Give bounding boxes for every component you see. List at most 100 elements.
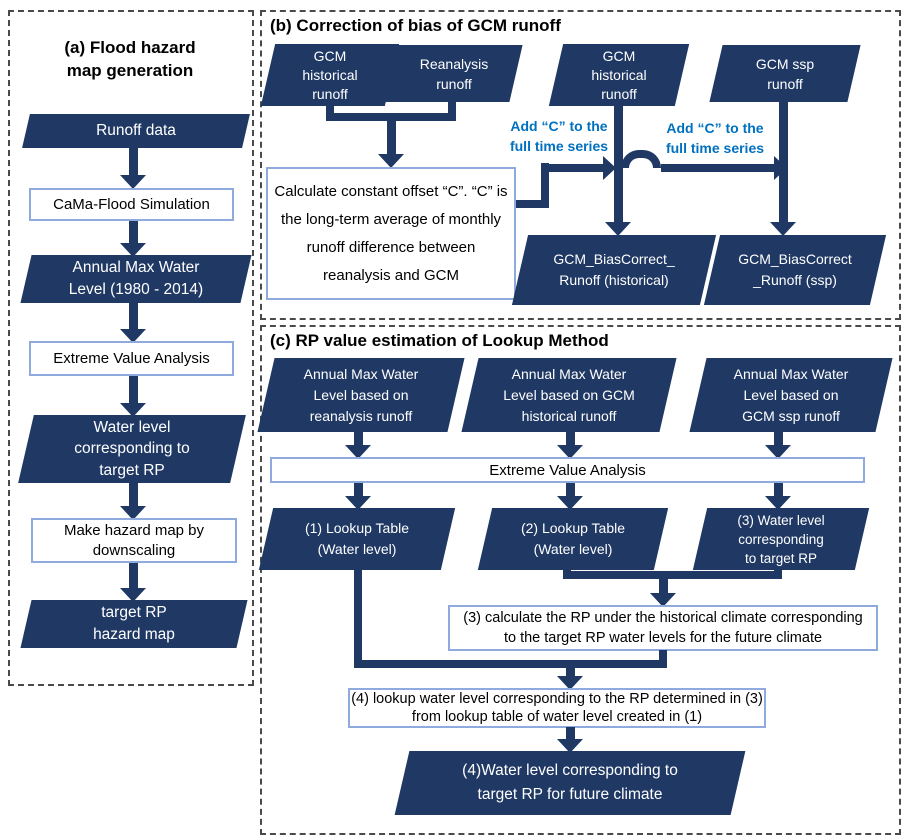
panel-a-title: (a) Flood hazard map generation	[25, 36, 235, 82]
arrow-hazardmap-to-target	[120, 562, 146, 602]
node-text-line: Runoff (historical)	[559, 272, 669, 288]
arrow-head	[765, 445, 791, 459]
panel-a-title-line: map generation	[66, 61, 194, 80]
node-text-line: target RP for future climate	[477, 786, 663, 803]
connector-merge-line-c2	[354, 660, 667, 668]
node-text-line: Annual Max Water	[72, 259, 200, 276]
arrow-amw1-to-eva	[345, 431, 371, 459]
panel-c-title: (c) RP value estimation of Lookup Method	[270, 331, 609, 350]
node-text-line: (1) Lookup Table	[304, 520, 410, 536]
arrow-shaft	[613, 105, 623, 224]
node-text-line: runoff	[601, 85, 637, 102]
node-text-line: GCM_BiasCorrect_	[553, 251, 675, 267]
arrow-shaft	[386, 121, 396, 156]
arrow-add-c-ssp	[661, 156, 787, 180]
node-gcm-historical-runoff-2: GCM historical runoff	[548, 44, 690, 106]
arrow-shaft	[565, 431, 575, 447]
arrow-head	[120, 243, 146, 257]
node-text-line: Reanalysis	[419, 55, 489, 72]
node-gcm-biascorrect-historical: GCM_BiasCorrect_ Runoff (historical)	[511, 235, 717, 305]
arrow-shaft	[565, 482, 575, 498]
arrow-shaft	[778, 101, 788, 224]
connector-merge-bracket-b	[326, 113, 456, 121]
label-text-line: full time series	[665, 140, 765, 156]
arrow-waterlevel-to-hazardmap	[120, 482, 146, 520]
node-calc-constant-offset: Calculate constant offset “C”. “C” is th…	[266, 167, 516, 300]
arrow-runoff-to-cama	[120, 147, 146, 189]
arrow-cama-to-annualmax	[120, 220, 146, 257]
arrow-eva-to-lookup1	[345, 482, 371, 510]
arrow-shaft	[128, 147, 138, 177]
node-final-water-level: (4)Water level corresponding to target R…	[394, 751, 746, 815]
connector-b1-stub	[326, 105, 334, 117]
node-text-line: Extreme Value Analysis	[53, 350, 210, 367]
node-text-line: GCM ssp	[755, 55, 815, 72]
arrow-eva-to-lookup2	[557, 482, 583, 510]
node-text-line: reanalysis runoff	[309, 407, 413, 424]
panel-b-border	[260, 10, 901, 320]
node-text-line: runoff difference between	[306, 238, 476, 256]
node-text-line: GCM ssp runoff	[742, 407, 840, 424]
node-text-line: (4) lookup water level corresponding to …	[351, 691, 763, 707]
arrow-add-c-historical	[545, 156, 616, 180]
arrow-gcmssp-to-biascorrect	[770, 101, 796, 236]
arrow-head	[557, 496, 583, 510]
arrow-head	[345, 496, 371, 510]
panel-c-border	[260, 325, 901, 835]
node-text-line: Level based on	[743, 386, 839, 403]
node-amw-gcm-ssp: Annual Max Water Level based on GCM ssp …	[689, 358, 893, 432]
node-gcm-historical-runoff-1: GCM historical runoff	[260, 44, 400, 106]
node-gcm-ssp-runoff: GCM ssp runoff	[709, 45, 861, 102]
node-text-line: Runoff data	[96, 122, 176, 139]
node-text-line: (3) Water level	[737, 512, 825, 528]
arrow-eva-to-waterlevel	[120, 375, 146, 417]
node-text-line: downscaling	[92, 541, 176, 559]
node-runoff-data: Runoff data	[22, 114, 250, 148]
node-text-line: Extreme Value Analysis	[489, 461, 646, 479]
node-text-line: runoff	[767, 75, 803, 92]
node-text-line: runoff	[436, 75, 472, 92]
node-amw-reanalysis: Annual Max Water Level based on reanalys…	[257, 358, 465, 432]
node-text-line: hazard map	[93, 626, 175, 643]
arrow-shaft	[353, 482, 363, 498]
node-text-line: historical runoff	[521, 407, 617, 424]
arrow-head	[345, 445, 371, 459]
node-text-line: Make hazard map by	[63, 521, 205, 539]
node-cama-flood-simulation: CaMa-Flood Simulation	[29, 188, 234, 221]
arrow-shaft	[773, 431, 783, 447]
connector-calc-elbow-h	[516, 200, 549, 208]
node-text-line: (Water level)	[533, 541, 613, 557]
arrow-merge-to-lookupwl	[557, 668, 583, 690]
arrow-shaft	[658, 579, 668, 595]
node-text-line: Level (1980 - 2014)	[68, 281, 204, 298]
arrow-shaft	[128, 375, 138, 405]
node-water-level-target-rp: Water level corresponding to target RP	[18, 415, 246, 483]
arrow-head	[378, 154, 404, 168]
node-text-line: historical	[591, 66, 647, 83]
node-text-line: GCM	[602, 47, 636, 64]
node-target-rp-hazard-map: target RP hazard map	[20, 600, 248, 648]
node-text-line: CaMa-Flood Simulation	[53, 196, 210, 213]
node-water-level-target-rp-c: (3) Water level corresponding to target …	[692, 508, 870, 570]
arrow-lookupwl-to-final	[557, 727, 583, 753]
node-make-hazard-map: Make hazard map by downscaling	[31, 518, 237, 563]
arrow-head	[120, 506, 146, 520]
label-text-line: Add “C” to the	[510, 118, 608, 134]
node-text-line: Annual Max Water	[511, 365, 627, 382]
node-text-line: target RP	[101, 604, 167, 621]
node-text-line: GCM	[313, 47, 347, 64]
node-text-line: (4)Water level corresponding to	[462, 762, 678, 779]
arrow-head	[120, 329, 146, 343]
connector-merge-bracket-c	[563, 571, 782, 579]
arrow-shaft	[128, 562, 138, 590]
arrow-shaft	[545, 164, 605, 172]
arrow-head	[603, 156, 616, 180]
node-lookup-water-level: (4) lookup water level corresponding to …	[348, 688, 766, 728]
connector-b2-stub	[448, 101, 456, 117]
arrow-shaft	[128, 482, 138, 508]
arrow-gcmhist-to-biascorrect	[605, 105, 631, 236]
arrow-shaft	[128, 220, 138, 245]
arrow-amw2-to-eva	[557, 431, 583, 459]
node-text-line: reanalysis and GCM	[323, 266, 459, 284]
